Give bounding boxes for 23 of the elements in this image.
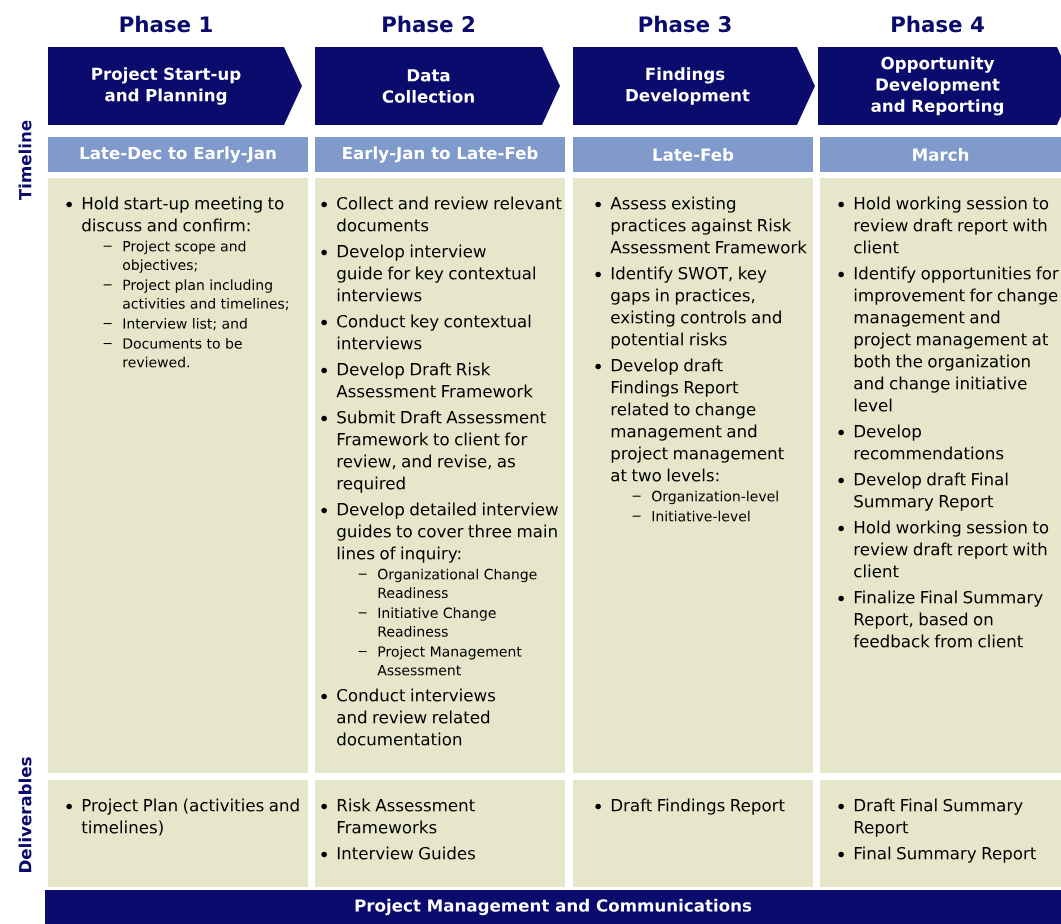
phase-heading: Phase 4	[892, 15, 984, 33]
phase-banner: Opportunity Development and Reporting	[818, 47, 1061, 125]
activity-cell: Hold start-up meeting to discuss and confirm: Project scope and objectives; Project plan including activities and timelines; Interview list; and Documents to be reviewed.	[48, 178, 308, 773]
deliverable-cell: Project Plan (activities and timelines)	[48, 780, 308, 887]
phase-heading: Phase 2	[383, 15, 474, 33]
activity-cell: Hold working session to review draft report with client Identify opportunities for improvement for change management and project management at both the organization and change initiative level Develop recommendations Develop draft Final Summary Report Hold working session to review draft report with client Finalize Final Summary Report, based on feedback from client	[820, 178, 1061, 773]
activity-cell: Assess existing practices against Risk Assessment Framework Identify SWOT, key gaps in practices, existing controls and potential risks Develop draft Findings Report related to change management and project management at two levels: Organization-level Initiative-level	[573, 178, 813, 773]
timeline-bar: Late-Feb	[573, 137, 813, 172]
phase-heading: Phase 1	[120, 15, 212, 33]
phase-banner: Findings Development	[573, 47, 815, 125]
timeline-bar: Late-Dec to Early-Jan	[48, 137, 308, 172]
phase-banner: Data Collection	[315, 47, 560, 125]
deliverable-cell: Risk Assessment Frameworks Interview Guides	[315, 780, 565, 887]
deliverable-cell: Draft Final Summary Report Final Summary Report	[820, 780, 1061, 887]
phase-banner: Project Start-up and Planning	[48, 47, 302, 125]
timeline-bar: March	[820, 137, 1061, 172]
timeline-bar: Early-Jan to Late-Feb	[315, 137, 565, 172]
deliverable-cell: Draft Findings Report	[573, 780, 813, 887]
footer-bar: Project Management and Communications	[45, 890, 1061, 924]
side-label: Timeline	[18, 120, 32, 201]
activity-cell: Collect and review relevant documents Develop interview guide for key contextual interviews Conduct key contextual interviews Develop Draft Risk Assessment Framework Submit Draft Assessment Framework to client for review, and revise, as required Develop detailed interview guides to cover three main lines of inquiry: Organizational Change Readiness Initiative Change Readiness Project Management Assessment Conduct interviews and review related documentation	[315, 178, 565, 773]
side-label: Deliverables	[18, 757, 32, 872]
phase-heading: Phase 3	[639, 15, 731, 33]
